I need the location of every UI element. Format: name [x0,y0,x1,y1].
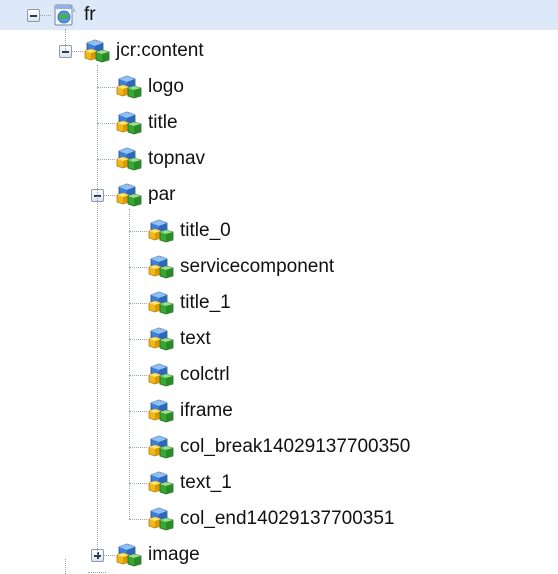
tree-node-title[interactable]: title [116,108,178,138]
tree-node-text-1[interactable]: text_1 [148,468,232,498]
tree-node-title-0[interactable]: title_0 [148,216,231,246]
tree-node-label: topnav [148,148,206,169]
tree-connector [129,303,147,304]
tree-connector [129,483,147,484]
page-globe-icon [52,3,78,27]
tree-connector [129,411,147,412]
collapse-toggle-icon[interactable] [59,45,72,58]
component-cubes-icon [148,507,174,531]
component-cubes-icon [116,147,142,171]
tree-connector [97,123,115,124]
tree-node-fr[interactable]: fr [52,0,96,30]
tree-guide-line [97,65,98,555]
tree-node-label: title_1 [180,292,231,313]
tree-node-label: col_end14029137700351 [180,508,395,529]
tree-node-label: fr [84,4,96,25]
tree-node-par[interactable]: par [116,180,175,210]
component-cubes-icon [116,111,142,135]
tree-node-logo[interactable]: logo [116,72,184,102]
component-cubes-icon [148,291,174,315]
tree-node-label: jcr:content [116,40,204,61]
tree-node-text[interactable]: text [148,324,211,354]
tree-connector [129,375,147,376]
tree-node-col-break14029137700350[interactable]: col_break14029137700350 [148,432,410,462]
tree-connector [129,231,147,232]
tree-node-image[interactable]: image [116,540,200,570]
tree-node-label: par [148,184,176,205]
tree-node-label: title_0 [180,220,231,241]
tree-guide-line [65,29,66,51]
tree-guide-line [129,209,130,519]
tree-node-label: iframe [180,400,233,421]
tree-node-label: colctrl [180,364,230,385]
tree-node-label: logo [148,76,184,97]
component-cubes-icon [148,327,174,351]
component-cubes-icon [116,183,142,207]
collapse-toggle-icon[interactable] [27,9,40,22]
component-cubes-icon [148,435,174,459]
tree-node-label: col_break14029137700350 [180,436,411,457]
component-cubes-icon [148,363,174,387]
component-cubes-icon [148,219,174,243]
tree-connector [97,87,115,88]
tree-connector [97,159,115,160]
component-cubes-icon [148,255,174,279]
tree-connector [129,447,147,448]
tree-connector [40,15,51,16]
component-cubes-icon [84,39,110,63]
tree-connector [104,555,115,556]
tree-node-jcr-content[interactable]: jcr:content [84,36,204,66]
component-cubes-icon [116,75,142,99]
tree-connector [129,267,147,268]
tree-node-col-end14029137700351[interactable]: col_end14029137700351 [148,504,395,534]
tree-connector [129,339,147,340]
selected-row-highlight [0,0,558,30]
tree-connector [104,195,115,196]
tree-node-label: title [148,112,178,133]
tree-guide-line [65,559,66,574]
tree-node-colctrl[interactable]: colctrl [148,360,230,390]
tree-connector [88,572,106,573]
tree-node-label: text [180,328,211,349]
tree-node-iframe[interactable]: iframe [148,396,233,426]
tree-node-title-1[interactable]: title_1 [148,288,231,318]
tree-connector [129,519,147,520]
component-cubes-icon [148,471,174,495]
tree-node-label: text_1 [180,472,232,493]
tree-node-topnav[interactable]: topnav [116,144,205,174]
tree-connector [72,51,83,52]
component-cubes-icon [148,399,174,423]
tree-node-label: image [148,544,200,565]
component-cubes-icon [116,543,142,567]
tree-node-label: servicecomponent [180,256,335,277]
tree-node-servicecomponent[interactable]: servicecomponent [148,252,334,282]
